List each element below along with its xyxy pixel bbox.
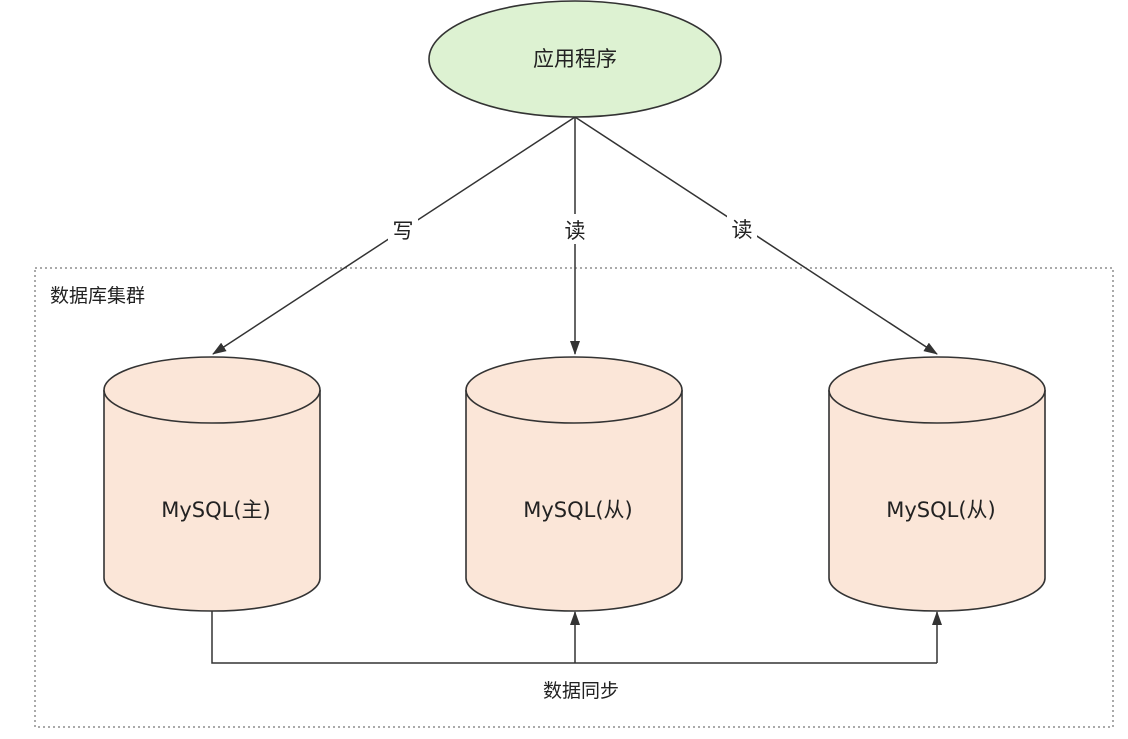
cluster-border	[34, 267, 1114, 728]
db-slave-right: MySQL(从)	[828, 356, 1046, 612]
database-cluster: 数据库集群	[34, 267, 1114, 728]
db-slave-right-label: MySQL(从)	[886, 498, 996, 522]
read-edge-right-label: 读	[732, 218, 753, 242]
read-edge-center-label: 读	[565, 219, 586, 243]
sync-label: 数据同步	[543, 680, 619, 702]
cluster-label: 数据库集群	[50, 285, 145, 307]
data-sync: 数据同步	[211, 611, 942, 702]
db-slave-center-label: MySQL(从)	[523, 498, 633, 522]
app-label: 应用程序	[533, 47, 617, 71]
db-master-label: MySQL(主)	[161, 498, 271, 522]
sync-line-base	[211, 611, 937, 664]
db-slave-center-top	[465, 356, 683, 424]
db-master-top	[103, 356, 321, 424]
write-edge-label: 写	[393, 219, 414, 243]
db-master: MySQL(主)	[103, 356, 321, 612]
db-slave-center: MySQL(从)	[465, 356, 683, 612]
app-edges: 写 读 读	[212, 116, 938, 355]
app-node: 应用程序	[428, 0, 722, 118]
db-slave-right-top	[828, 356, 1046, 424]
